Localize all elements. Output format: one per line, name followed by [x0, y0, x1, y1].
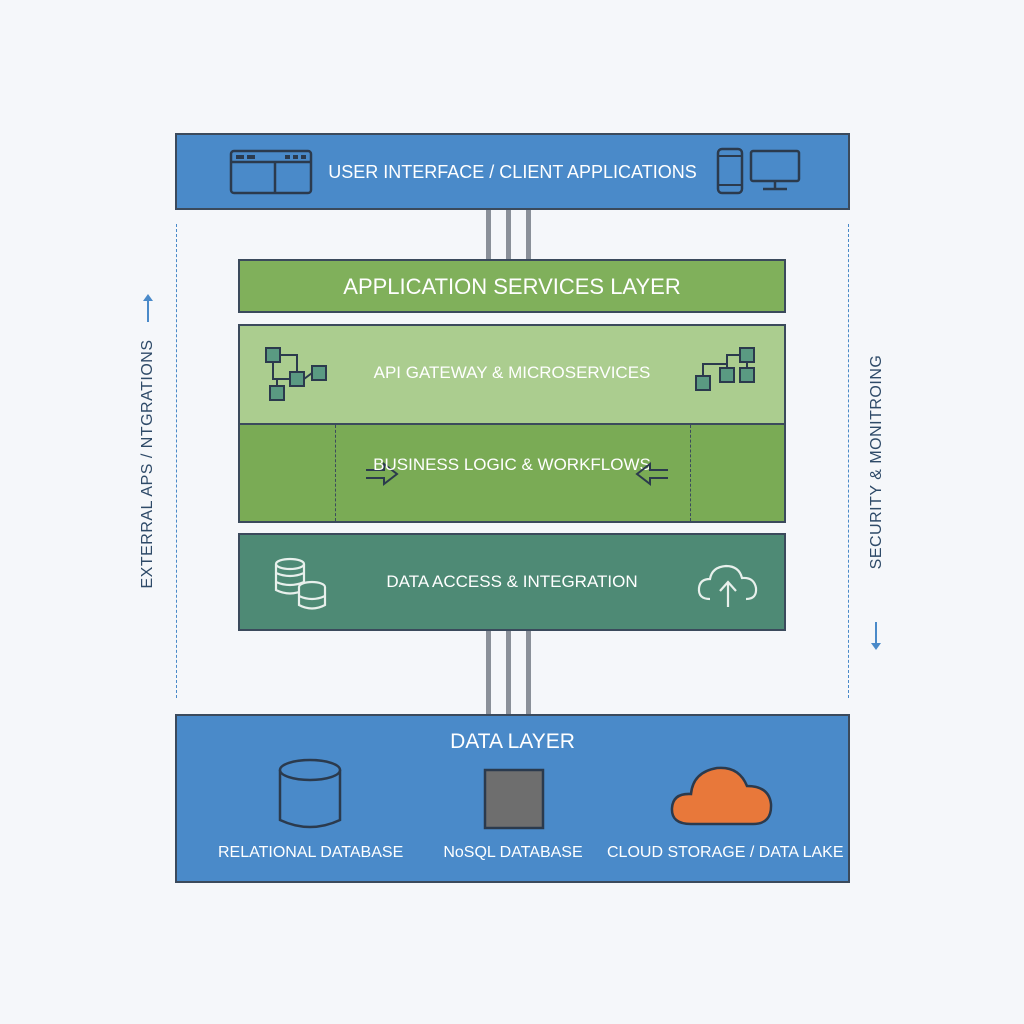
- api-gateway-layer: API GATEWAY & MICROSERVICES: [238, 324, 786, 424]
- arrow-left-icon: [635, 461, 668, 487]
- cylinder-database-icon: [278, 758, 342, 829]
- ui-layer: USER INTERFACE / CLIENT APPLICATIONS: [175, 133, 850, 210]
- application-services-title: APPLICATION SERVICES LAYER: [343, 274, 681, 299]
- security-monitoring-label: SECURITY & MONITROING: [868, 354, 885, 570]
- top-connector: [486, 208, 531, 263]
- bottom-connector: [486, 629, 531, 717]
- arrow-up-icon: [143, 294, 153, 322]
- data-layer-title: DATA LAYER: [450, 730, 575, 753]
- business-logic-label: BUSINESS LOGIC & WORKFLOWS: [373, 455, 651, 474]
- external-apis-label: EXTERRAL APS / NTGRATIONS: [139, 339, 156, 589]
- left-guide-line: [176, 224, 177, 698]
- business-right-divider: [690, 425, 691, 521]
- api-gateway-label: API GATEWAY & MICROSERVICES: [373, 363, 651, 382]
- browser-window-icon: [229, 149, 313, 195]
- data-access-label: DATA ACCESS & INTEGRATION: [386, 572, 638, 591]
- microservices-hierarchy-icon: [695, 347, 755, 391]
- data-access-layer: DATA ACCESS & INTEGRATION: [238, 533, 786, 631]
- ui-layer-label: USER INTERFACE / CLIENT APPLICATIONS: [328, 162, 697, 182]
- business-logic-layer: BUSINESS LOGIC & WORKFLOWS: [238, 423, 786, 523]
- cloud-icon: [670, 766, 773, 826]
- database-stack-icon: [274, 557, 327, 610]
- arrow-down-icon: [871, 622, 881, 650]
- square-database-icon: [483, 768, 545, 830]
- data-layer: DATA LAYER RELATIONAL DATABASE NoSQL DAT…: [175, 714, 850, 883]
- microservices-network-icon: [265, 347, 327, 401]
- relational-database-label: RELATIONAL DATABASE: [218, 844, 404, 861]
- right-guide-line: [848, 224, 849, 698]
- arrow-right-icon: [366, 461, 399, 487]
- desktop-monitor-icon: [749, 149, 801, 191]
- nosql-database-label: NoSQL DATABASE: [443, 844, 583, 861]
- cloud-upload-icon: [697, 564, 758, 607]
- application-services-header: APPLICATION SERVICES LAYER: [238, 259, 786, 313]
- mobile-phone-icon: [716, 147, 744, 195]
- cloud-storage-label: CLOUD STORAGE / DATA LAKE: [607, 844, 844, 861]
- business-left-divider: [335, 425, 336, 521]
